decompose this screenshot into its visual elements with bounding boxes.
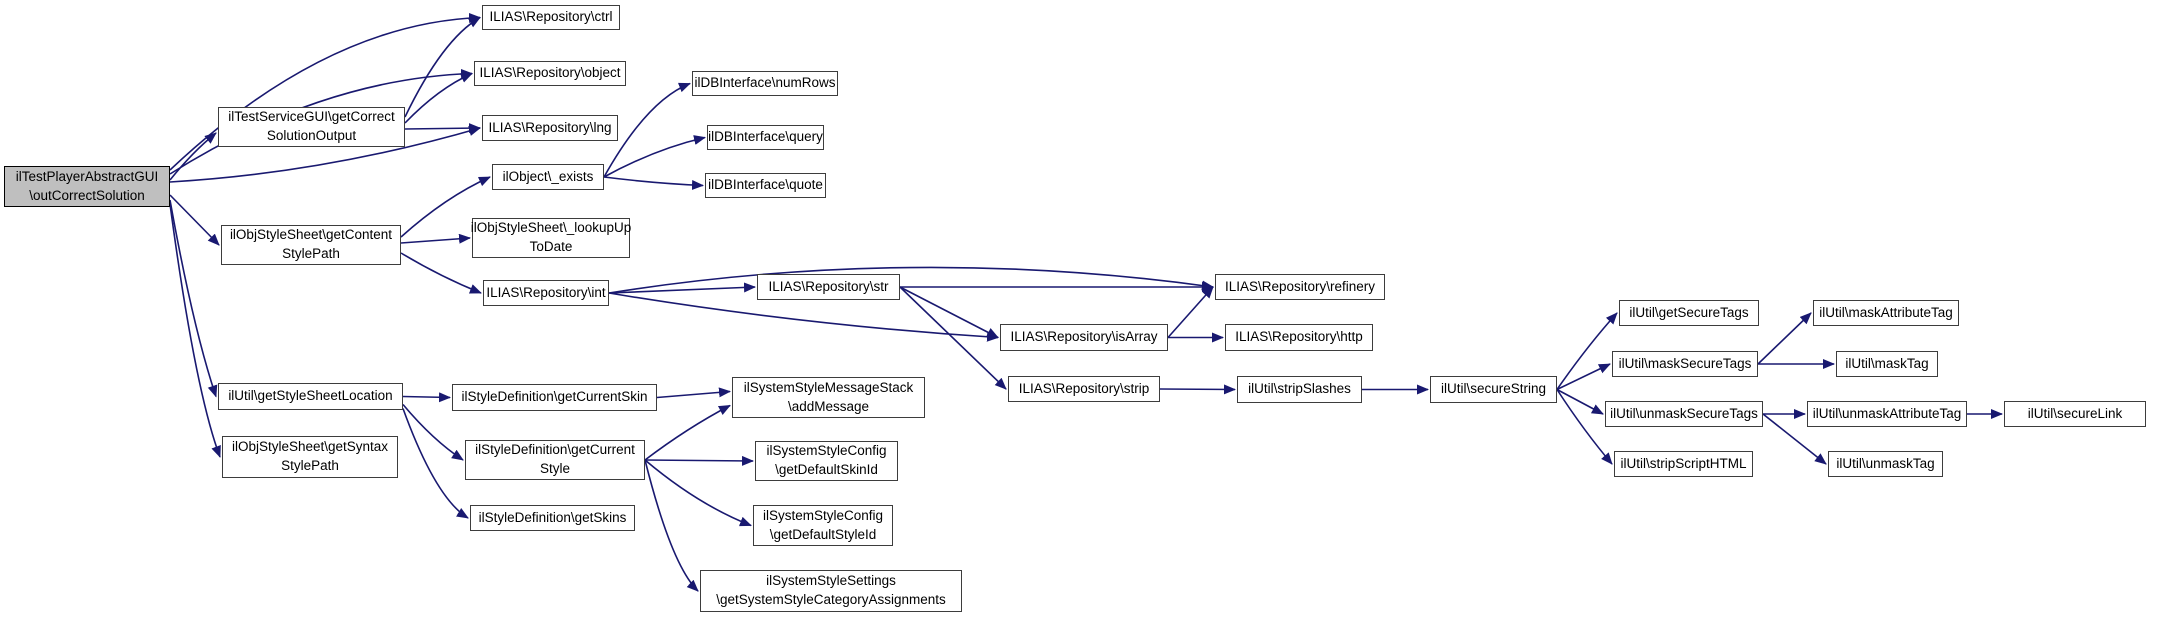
graph-node-object[interactable]: ILIAS\Repository\object bbox=[474, 61, 626, 86]
graph-edge-gcso-ctrl bbox=[404, 16, 481, 118]
graph-node-query[interactable]: ilDBInterface\query bbox=[707, 125, 824, 150]
graph-edge-str-strip bbox=[899, 286, 1007, 390]
graph-edge-exists-quote bbox=[603, 176, 704, 190]
graph-node-gsyntax[interactable]: ilObjStyleSheet\getSyntax StylePath bbox=[222, 436, 398, 478]
graph-edge-str-isArray bbox=[899, 286, 999, 339]
graph-node-int[interactable]: ILIAS\Repository\int bbox=[483, 280, 609, 306]
graph-edge-root-gcso bbox=[169, 132, 217, 181]
graph-node-str[interactable]: ILIAS\Repository\str bbox=[757, 274, 900, 300]
graph-edge-secureString-unmaskSecureTags bbox=[1556, 388, 1604, 415]
graph-edge-int-refinery bbox=[608, 266, 1214, 294]
graph-edge-gcsp-exists bbox=[400, 176, 491, 238]
graph-node-isArray[interactable]: ILIAS\Repository\isArray bbox=[1000, 324, 1168, 351]
graph-node-root[interactable]: ilTestPlayerAbstractGUI \outCorrectSolut… bbox=[4, 166, 170, 207]
graph-edge-gcsp-lookup bbox=[400, 233, 471, 244]
graph-edge-root-object bbox=[169, 68, 473, 175]
graph-node-getCurrentStyle[interactable]: ilStyleDefinition\getCurrent Style bbox=[465, 440, 645, 480]
graph-node-quote[interactable]: ilDBInterface\quote bbox=[705, 173, 826, 198]
graph-node-strip[interactable]: ILIAS\Repository\strip bbox=[1008, 376, 1160, 402]
graph-edge-getCurrentSkin-addMessage bbox=[656, 387, 731, 399]
graph-node-stripSlashes[interactable]: ilUtil\stripSlashes bbox=[1237, 376, 1362, 403]
graph-node-getSecureTags[interactable]: ilUtil\getSecureTags bbox=[1619, 300, 1759, 326]
graph-node-getDefaultSkinId[interactable]: ilSystemStyleConfig \getDefaultSkinId bbox=[755, 441, 898, 481]
graph-edge-secureString-getSecureTags bbox=[1556, 312, 1618, 390]
graph-edge-getCurrentStyle-getDefaultStyleId bbox=[644, 459, 752, 527]
graph-node-maskTag[interactable]: ilUtil\maskTag bbox=[1836, 351, 1938, 377]
graph-node-refinery[interactable]: ILIAS\Repository\refinery bbox=[1215, 274, 1385, 300]
graph-edge-root-gssl bbox=[169, 199, 218, 398]
graph-node-gcso[interactable]: ilTestServiceGUI\getCorrect SolutionOutp… bbox=[218, 107, 405, 147]
graph-edge-gcsp-int bbox=[400, 252, 482, 294]
graph-node-lookup[interactable]: ilObjStyleSheet\_lookupUp ToDate bbox=[471, 218, 631, 258]
graph-edge-root-gcsp bbox=[169, 194, 220, 246]
graph-node-getSkins[interactable]: ilStyleDefinition\getSkins bbox=[470, 505, 635, 531]
graph-edge-gssl-getCurrentSkin bbox=[402, 392, 451, 403]
graph-edge-getCurrentStyle-addMessage bbox=[644, 404, 731, 461]
graph-edge-getCurrentStyle-getDefaultSkinId bbox=[644, 455, 754, 466]
graph-node-numRows[interactable]: ilDBInterface\numRows bbox=[692, 71, 838, 96]
graph-edge-secureString-stripScriptHTML bbox=[1556, 389, 1613, 465]
graph-node-maskAttributeTag[interactable]: ilUtil\maskAttributeTag bbox=[1813, 300, 1959, 326]
graph-node-exists[interactable]: ilObject\_exists bbox=[492, 164, 604, 190]
graph-edge-gcso-lng bbox=[404, 123, 481, 134]
graph-node-maskSecureTags[interactable]: ilUtil\maskSecureTags bbox=[1612, 351, 1758, 377]
graph-node-gssl[interactable]: ilUtil\getStyleSheetLocation bbox=[218, 383, 403, 410]
graph-edge-int-isArray bbox=[608, 292, 999, 342]
graph-edge-getCurrentStyle-getSysCat bbox=[644, 459, 699, 592]
graph-node-unmaskSecureTags[interactable]: ilUtil\unmaskSecureTags bbox=[1605, 401, 1763, 427]
graph-node-secureLink[interactable]: ilUtil\secureLink bbox=[2004, 401, 2146, 427]
graph-node-unmaskTag[interactable]: ilUtil\unmaskTag bbox=[1828, 451, 1943, 477]
graph-node-addMessage[interactable]: ilSystemStyleMessageStack \addMessage bbox=[732, 377, 925, 418]
graph-node-gcsp[interactable]: ilObjStyleSheet\getContent StylePath bbox=[221, 225, 401, 265]
graph-node-stripScriptHTML[interactable]: ilUtil\stripScriptHTML bbox=[1614, 451, 1753, 477]
graph-node-getDefaultStyleId[interactable]: ilSystemStyleConfig \getDefaultStyleId bbox=[753, 505, 893, 546]
graph-edge-strip-stripSlashes bbox=[1159, 384, 1236, 395]
graph-edge-gcso-object bbox=[404, 72, 473, 124]
graph-edge-root-lng bbox=[169, 126, 481, 183]
graph-edge-gssl-getCurrentStyle bbox=[402, 403, 464, 461]
graph-edge-root-ctrl bbox=[169, 12, 481, 171]
graph-edge-maskSecureTags-maskAttributeTag bbox=[1757, 312, 1812, 365]
graph-node-ctrl[interactable]: ILIAS\Repository\ctrl bbox=[482, 5, 620, 30]
graph-edge-isArray-refinery bbox=[1167, 286, 1214, 339]
graph-edge-int-str bbox=[608, 282, 756, 294]
graph-node-lng[interactable]: ILIAS\Repository\lng bbox=[482, 115, 618, 141]
graph-edge-root-gsyntax bbox=[169, 203, 221, 458]
graph-edge-exists-numRows bbox=[603, 82, 691, 178]
graph-edge-exists-query bbox=[603, 135, 706, 178]
graph-edge-unmaskSecureTags-unmaskTag bbox=[1762, 413, 1827, 465]
graph-node-getCurrentSkin[interactable]: ilStyleDefinition\getCurrentSkin bbox=[452, 384, 657, 411]
graph-node-unmaskAttributeTag[interactable]: ilUtil\unmaskAttributeTag bbox=[1807, 401, 1967, 427]
graph-edge-gssl-getSkins bbox=[402, 408, 469, 519]
graph-node-http[interactable]: ILIAS\Repository\http bbox=[1225, 324, 1373, 351]
graph-node-secureString[interactable]: ilUtil\secureString bbox=[1430, 376, 1557, 403]
graph-edge-secureString-maskSecureTags bbox=[1556, 363, 1611, 391]
graph-node-getSysCat[interactable]: ilSystemStyleSettings \getSystemStyleCat… bbox=[700, 570, 962, 612]
